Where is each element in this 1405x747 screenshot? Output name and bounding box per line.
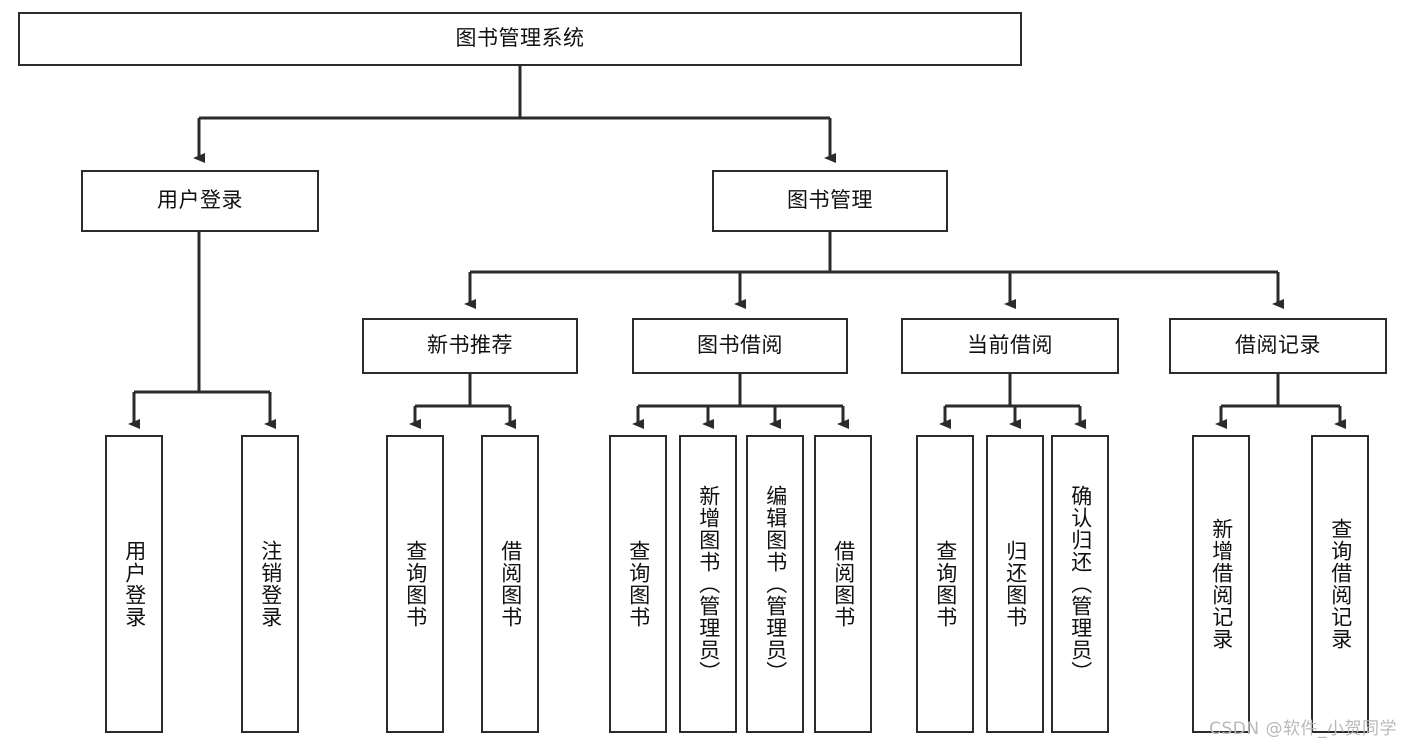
node-root[interactable]: 图书管理系统 [18,12,1022,66]
leaf-user-login-label: 用户登录 [122,540,147,628]
leaf-edit-book-label: 编辑图书（管理员） [763,485,788,683]
watermark: CSDN @软件_小贺同学 [1209,719,1397,739]
node-current-borrow-label: 当前借阅 [967,333,1053,358]
leaf-borrow-book-2-label: 借阅图书 [831,540,856,628]
node-book-manage-label: 图书管理 [787,188,873,213]
leaf-confirm-return-label: 确认归还（管理员） [1068,485,1093,683]
leaf-logout-label: 注销登录 [258,540,283,628]
leaf-query-book-3-label: 查询图书 [933,540,958,628]
node-root-label: 图书管理系统 [455,26,585,51]
leaf-add-book-label: 新增图书（管理员） [696,485,721,683]
leaf-borrow-book-2[interactable]: 借阅图书 [814,435,872,733]
node-borrow-record[interactable]: 借阅记录 [1169,318,1387,374]
leaf-query-book-3[interactable]: 查询图书 [916,435,974,733]
leaf-query-record[interactable]: 查询借阅记录 [1311,435,1369,733]
leaf-return-book[interactable]: 归还图书 [986,435,1044,733]
leaf-return-book-label: 归还图书 [1003,540,1028,628]
leaf-borrow-book-1[interactable]: 借阅图书 [481,435,539,733]
node-user-login[interactable]: 用户登录 [81,170,319,232]
node-book-manage[interactable]: 图书管理 [712,170,948,232]
node-current-borrow[interactable]: 当前借阅 [901,318,1119,374]
node-book-borrow-label: 图书借阅 [697,333,783,358]
leaf-add-book[interactable]: 新增图书（管理员） [679,435,737,733]
leaf-add-record[interactable]: 新增借阅记录 [1192,435,1250,733]
node-borrow-record-label: 借阅记录 [1235,333,1321,358]
leaf-logout[interactable]: 注销登录 [241,435,299,733]
leaf-add-record-label: 新增借阅记录 [1209,518,1234,650]
node-book-borrow[interactable]: 图书借阅 [632,318,848,374]
leaf-query-book-2-label: 查询图书 [626,540,651,628]
node-new-book-recommend[interactable]: 新书推荐 [362,318,578,374]
node-new-book-recommend-label: 新书推荐 [427,333,513,358]
node-user-login-label: 用户登录 [157,188,243,213]
leaf-query-record-label: 查询借阅记录 [1328,518,1353,650]
leaf-query-book-1[interactable]: 查询图书 [386,435,444,733]
leaf-confirm-return[interactable]: 确认归还（管理员） [1051,435,1109,733]
leaf-edit-book[interactable]: 编辑图书（管理员） [746,435,804,733]
leaf-user-login[interactable]: 用户登录 [105,435,163,733]
leaf-query-book-1-label: 查询图书 [403,540,428,628]
leaf-query-book-2[interactable]: 查询图书 [609,435,667,733]
leaf-borrow-book-1-label: 借阅图书 [498,540,523,628]
